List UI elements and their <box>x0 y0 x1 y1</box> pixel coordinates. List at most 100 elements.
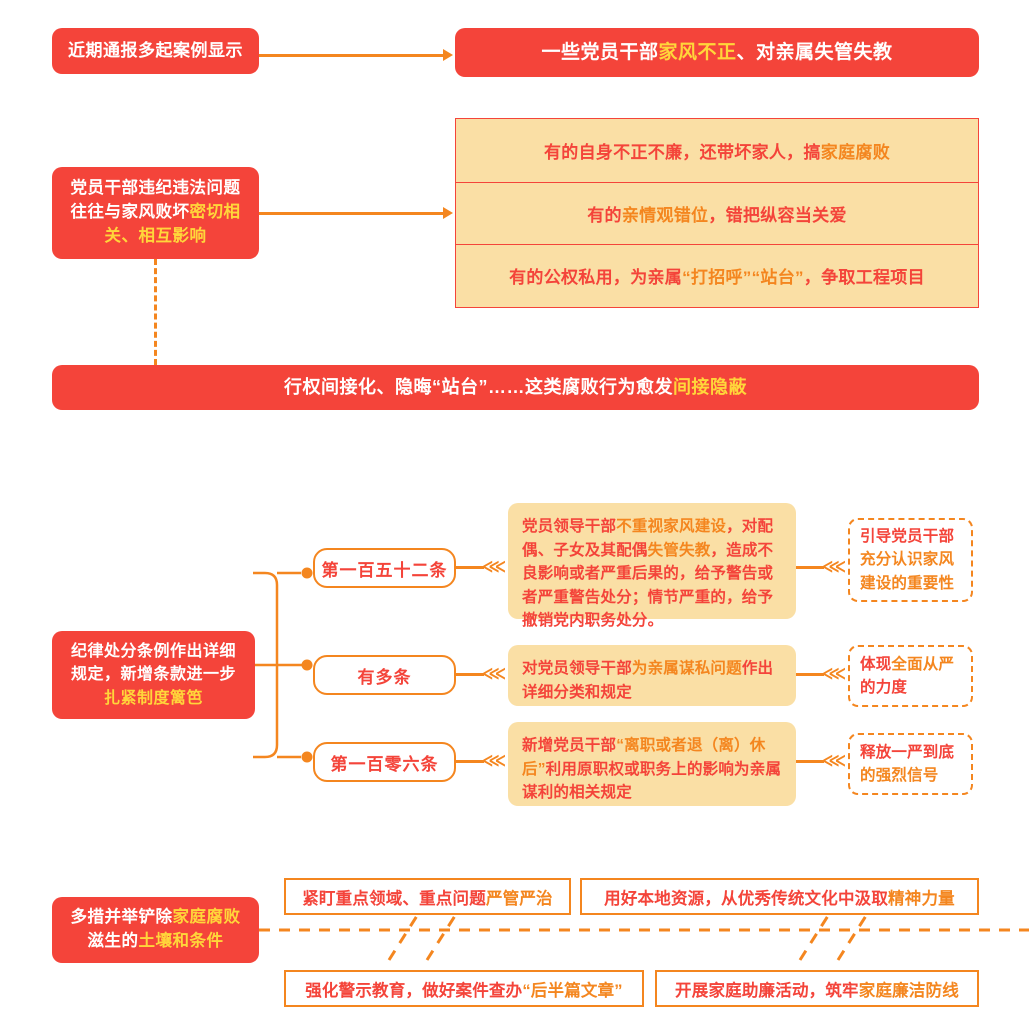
outcome-seg: 体现 <box>860 655 892 673</box>
section3-bracket-connector <box>253 555 325 775</box>
table-row: 有的自身不正不廉，还带坏家人，搞家庭腐败 <box>456 119 978 182</box>
section3-detail-card-1: 党员领导干部不重视家风建设，对配偶、子女及其配偶失管失教，造成不良影响或者严重后… <box>508 503 796 629</box>
row-text: 有的亲情观错位，错把纵容当关爱 <box>587 201 847 226</box>
pill-label: 第一百零六条 <box>330 754 439 774</box>
detail-seg: 对党员领导干部 <box>522 660 632 677</box>
measure-highlight: “后半篇文章” <box>522 981 623 1000</box>
detail-seg: 新增党员干部 <box>522 737 617 754</box>
measure-highlight: 家庭廉洁防线 <box>858 981 959 1000</box>
measure-highlight: 严管严治 <box>485 889 553 908</box>
row-text: 有的自身不正不廉，还带坏家人，搞家庭腐败 <box>544 138 890 163</box>
row-post: ，争取工程项目 <box>803 268 925 287</box>
section4-measure-box-4[interactable]: 开展家庭助廉活动，筑牢家庭廉洁防线 <box>655 970 979 1007</box>
section2-left-box: 党员干部违纪违法问题 往往与家风败坏密切相 关、相互影响 <box>52 167 259 259</box>
chevron-icon: ⋘ <box>482 751 507 770</box>
banner-post: 、对亲属失管失教 <box>736 41 893 63</box>
detail-seg: 失管失教 <box>647 541 711 559</box>
section3-pill-2[interactable]: 有多条 <box>313 655 456 695</box>
section3-left-box: 纪律处分条例作出详细 规定，新增条款进一步 扎紧制度篱笆 <box>52 631 255 719</box>
section3-arrow-1a: ⋘ <box>456 557 508 576</box>
banner-highlight: 家风不正 <box>658 41 737 63</box>
measure-pre: 强化警示教育，做好案件查办 <box>305 981 523 1000</box>
section2-bottom-banner: 行权间接化、隐晦“站台”……这类腐败行为愈发间接隐蔽 <box>52 365 979 410</box>
row-highlight: “打招呼”“站台” <box>682 268 804 287</box>
detail-seg: 为亲属谋私问题 <box>631 660 742 677</box>
section4-measure-box-1[interactable]: 紧盯重点领域、重点问题严管严治 <box>284 878 571 915</box>
section1-connector-arrow <box>259 49 455 62</box>
section3-outcome-card-3: 释放一严到底的强烈信号 <box>848 733 973 795</box>
measure-pre: 用好本地资源，从优秀传统文化中汲取 <box>604 889 889 908</box>
section2-table: 有的自身不正不廉，还带坏家人，搞家庭腐败 有的亲情观错位，错把纵容当关爱 有的公… <box>455 118 979 308</box>
pill-label: 有多条 <box>357 667 412 687</box>
section3-left-line2: 规定，新增条款进一步 <box>70 666 236 684</box>
section3-detail-card-2: 对党员领导干部为亲属谋私问题作出详细分类和规定 <box>508 645 796 706</box>
measure-pre: 开展家庭助廉活动，筑牢 <box>675 981 859 1000</box>
section3-arrow-1b: ⋘ <box>796 557 848 576</box>
table-row: 有的公权私用，为亲属“打招呼”“站台”，争取工程项目 <box>456 244 978 306</box>
chevron-icon: ⋘ <box>822 751 847 770</box>
section1-source-box: 近期通报多起案例显示 <box>52 28 259 74</box>
section4-left-line1: 多措并举铲除家庭腐败 <box>71 906 241 930</box>
section3-arrow-2a: ⋘ <box>456 664 508 683</box>
table-row: 有的亲情观错位，错把纵容当关爱 <box>456 182 978 244</box>
section4-left-line1-highlight: 家庭腐败 <box>172 908 241 927</box>
section4-left-box: 多措并举铲除家庭腐败 滋生的土壤和条件 <box>52 897 259 963</box>
section3-left-line3: 扎紧制度篱笆 <box>103 689 203 707</box>
section3-pill-1[interactable]: 第一百五十二条 <box>313 548 456 588</box>
section4-left-line2-highlight: 土壤和条件 <box>138 932 224 950</box>
outcome-seg: 引导党员干部 <box>860 528 955 546</box>
section4-left-line2-pre: 滋生的 <box>87 932 139 950</box>
section2-left-line2-highlight: 密切相 <box>189 203 241 222</box>
section2-bottom-text: 行权间接化、隐晦“站台”……这类腐败行为愈发间接隐蔽 <box>284 374 747 400</box>
row-highlight: 亲情观错位 <box>621 206 709 225</box>
chevron-icon: ⋘ <box>822 664 847 683</box>
chevron-icon: ⋘ <box>482 557 507 576</box>
detail-seg: “离职或者退（离）休后” <box>522 737 766 778</box>
detail-seg: ，对配偶、子女及其配偶 <box>522 518 774 559</box>
section2-left-line2: 往往与家风败坏密切相 <box>71 201 241 225</box>
section4-left-line2: 滋生的土壤和条件 <box>88 930 224 954</box>
outcome-seg: 全面从严 <box>891 655 955 673</box>
row-pre: 有的公权私用，为亲属 <box>509 268 683 287</box>
section2-dashed-connector <box>154 259 157 365</box>
section3-detail-card-3: 新增党员干部“离职或者退（离）休后”利用原职权或职务上的影响为亲属谋利的相关规定 <box>508 722 796 806</box>
measure-highlight: 精神力量 <box>888 889 955 908</box>
detail-seg: 作出详细分类和规定 <box>522 660 774 701</box>
section3-arrow-3b: ⋘ <box>796 751 848 770</box>
section4-connector-svg <box>259 899 1029 961</box>
section4-left-line1-pre: 多措并举铲除 <box>70 908 173 927</box>
measure-pre: 紧盯重点领域、重点问题 <box>302 889 486 908</box>
row-text: 有的公权私用，为亲属“打招呼”“站台”，争取工程项目 <box>509 263 925 288</box>
row-post: ，错把纵容当关爱 <box>708 206 847 225</box>
chevron-icon: ⋘ <box>482 664 507 683</box>
bracket-svg <box>253 567 313 763</box>
outcome-seg: 释放一严到底 <box>860 743 955 761</box>
chevron-icon: ⋘ <box>822 557 847 576</box>
section4-measure-box-3[interactable]: 强化警示教育，做好案件查办“后半篇文章” <box>284 970 644 1007</box>
detail-seg: 不重视家风建设 <box>616 518 727 535</box>
section3-pill-3[interactable]: 第一百零六条 <box>313 742 456 782</box>
section1-banner: 一些党员干部家风不正、对亲属失管失教 <box>455 28 979 77</box>
detail-seg: 利用原职权或职务上的影响为亲属谋利的相关规定 <box>522 760 782 802</box>
row-pre: 有的 <box>587 206 622 225</box>
bottom-highlight: 间接隐蔽 <box>673 377 747 398</box>
outcome-seg: 的强烈信号 <box>860 767 939 784</box>
banner-pre: 一些党员干部 <box>541 41 659 63</box>
section3-left-line1: 纪律处分条例作出详细 <box>70 643 236 661</box>
pill-label: 第一百五十二条 <box>321 560 448 580</box>
section3-arrow-2b: ⋘ <box>796 664 848 683</box>
section2-left-line3: 关、相互影响 <box>104 226 207 245</box>
section2-left-line2-pre: 往往与家风败坏 <box>70 203 190 222</box>
section2-connector-arrow <box>259 207 455 220</box>
section4-measure-box-2[interactable]: 用好本地资源，从优秀传统文化中汲取精神力量 <box>580 878 979 915</box>
row-highlight: 家庭腐败 <box>820 143 890 162</box>
bottom-pre: 行权间接化、隐晦“站台”……这类腐败行为愈发 <box>284 377 673 398</box>
row-pre: 有的自身不正不廉，还带坏家人，搞 <box>543 143 821 162</box>
detail-seg: 党员领导干部 <box>522 518 617 535</box>
section3-outcome-card-2: 体现全面从严的力度 <box>848 645 973 707</box>
section3-arrow-3a: ⋘ <box>456 751 508 770</box>
outcome-seg: 的力度 <box>860 679 908 696</box>
section1-source-label: 近期通报多起案例显示 <box>68 40 243 60</box>
section2-left-line1: 党员干部违纪违法问题 <box>70 179 241 198</box>
